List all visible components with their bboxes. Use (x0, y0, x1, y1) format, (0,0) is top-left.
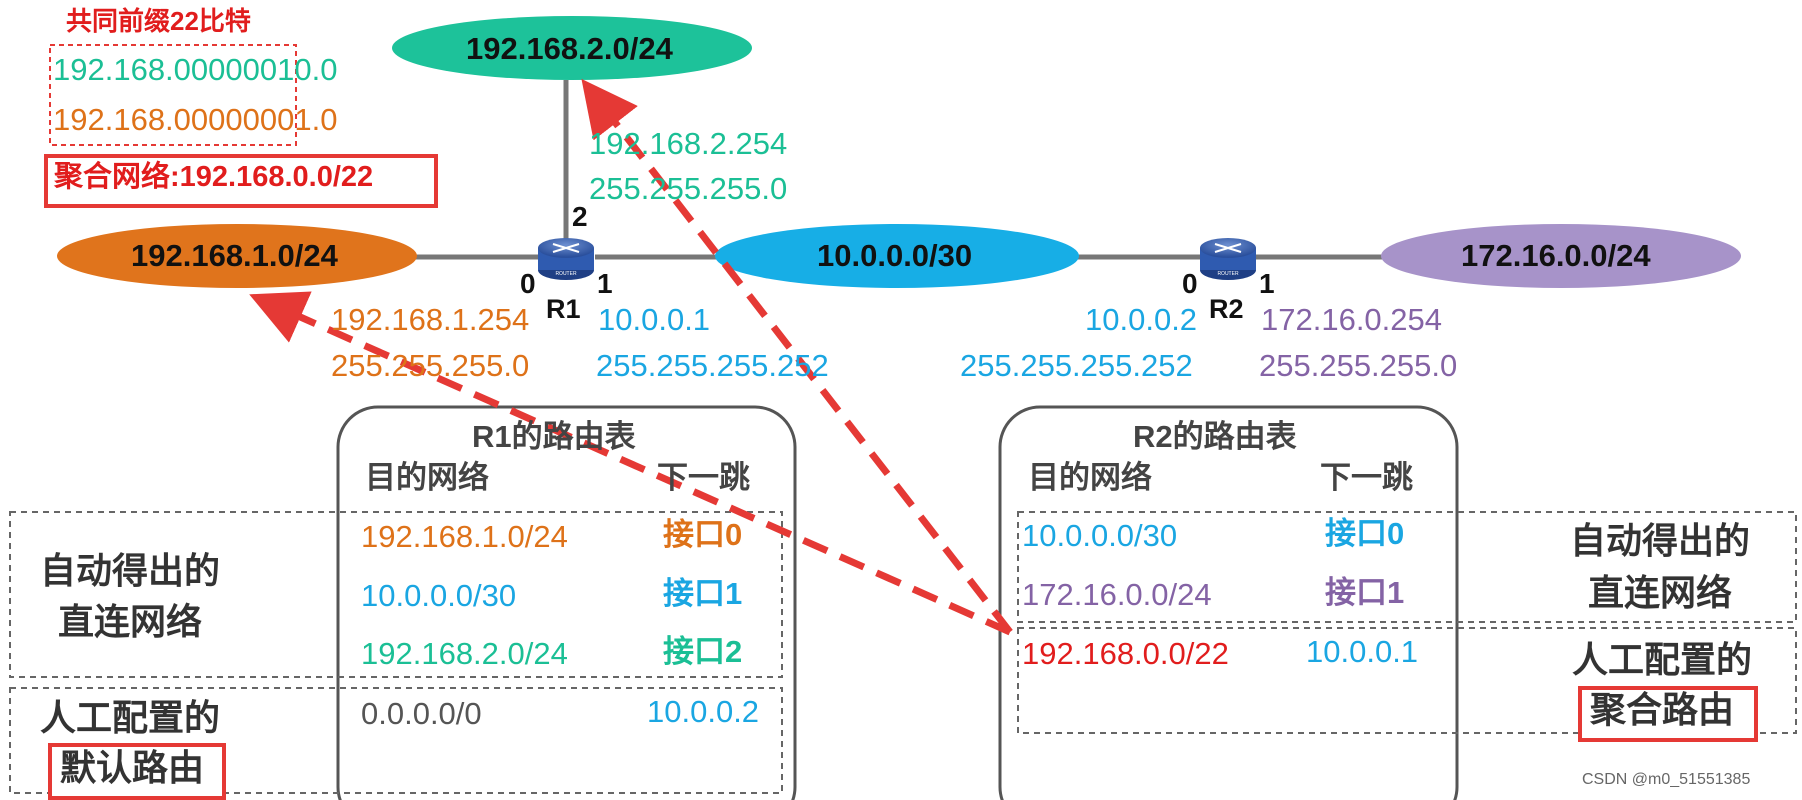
aggregate-route-box (1578, 686, 1758, 742)
summary-addr-2-suffix: 01.0 (277, 102, 338, 137)
prefix-dashed-box (49, 44, 297, 146)
left-auto-dashed-region (9, 511, 783, 678)
router-r2-icon: ROUTER (1200, 238, 1256, 280)
route-arrows (249, 78, 1013, 636)
r1-if1-mask: 255.255.255.252 (596, 348, 829, 383)
left-manual-dashed-region (9, 687, 783, 794)
r2-row-2-dest: 172.16.0.0/24 (1022, 577, 1212, 612)
r2-row-2-next: 接口1 (1325, 575, 1405, 610)
network-label-right: 172.16.0.0/24 (1461, 238, 1651, 273)
right-auto-label-1: 自动得出的 (1570, 520, 1751, 561)
r1-row-3-dest: 192.168.2.0/24 (361, 636, 568, 671)
r2-if0-ip: 10.0.0.2 (1085, 302, 1198, 337)
router-r1-port-0: 0 (520, 268, 536, 299)
r2-table-title: R2的路由表 (1133, 419, 1297, 454)
r1-if2-mask: 255.255.255.0 (589, 171, 788, 206)
router-r1-name: R1 (546, 294, 581, 324)
r2-if1-ip: 172.16.0.254 (1261, 302, 1443, 337)
summary-addr-2-prefix: 192.168.000000 (53, 102, 278, 137)
r1-table-title: R1的路由表 (472, 419, 636, 454)
r1-if0-ip: 192.168.1.254 (331, 302, 530, 337)
router-r1-port-1: 1 (597, 268, 613, 299)
router-r1-device-text: ROUTER (555, 271, 577, 277)
r2-table-col-next: 下一跳 (1320, 460, 1413, 495)
network-label-top: 192.168.2.0/24 (466, 31, 673, 66)
arrow-to-net-top (581, 78, 1013, 635)
aggregate-network-box (44, 154, 438, 208)
common-prefix-title: 共同前缀22比特 (66, 6, 251, 36)
network-label-left: 192.168.1.0/24 (131, 238, 338, 273)
r1-row-2-dest: 10.0.0.0/30 (361, 578, 517, 613)
right-manual-dashed-region (1017, 627, 1797, 734)
r1-row-3-next: 接口2 (663, 634, 743, 669)
r2-row-3-dest: 192.168.0.0/22 (1022, 636, 1229, 671)
summary-addr-1-suffix: 10.0 (277, 52, 338, 87)
summary-addr-2: 192.168.00000001.0 (53, 104, 337, 135)
right-manual-label-1: 人工配置的 (1572, 639, 1753, 680)
r1-row-1-next: 接口0 (663, 517, 743, 552)
r2-row-3-next: 10.0.0.1 (1306, 634, 1419, 669)
network-ellipse-left (57, 224, 417, 288)
router-r2-port-0: 0 (1182, 268, 1198, 299)
left-auto-label-2: 直连网络 (58, 601, 203, 642)
summary-addr-1: 192.168.00000010.0 (53, 54, 337, 85)
left-manual-label-2: 默认路由 (60, 747, 205, 788)
arrow-to-net-left (249, 291, 1012, 636)
r1-routing-table-panel (336, 405, 797, 800)
r2-row-1-next: 接口0 (1325, 516, 1405, 551)
router-r1-port-2: 2 (572, 201, 588, 232)
network-ellipse-top (392, 16, 752, 80)
right-auto-dashed-region (1017, 511, 1797, 623)
r1-if0-mask: 255.255.255.0 (331, 348, 530, 383)
right-auto-label-2: 直连网络 (1588, 572, 1733, 613)
summary-addr-1-prefix: 192.168.000000 (53, 52, 278, 87)
router-r2-device-text: ROUTER (1217, 271, 1239, 277)
left-manual-label-1: 人工配置的 (40, 697, 221, 738)
r1-if2-ip: 192.168.2.254 (589, 126, 788, 161)
r1-row-1-dest: 192.168.1.0/24 (361, 519, 568, 554)
router-r2-port-1: 1 (1259, 268, 1275, 299)
default-route-box (48, 743, 226, 800)
r1-table-col-next: 下一跳 (657, 460, 750, 495)
r1-table-col-dest: 目的网络 (365, 460, 489, 495)
network-ellipse-mid (715, 224, 1079, 288)
r1-if1-ip: 10.0.0.1 (598, 302, 711, 337)
network-ellipse-right (1381, 224, 1741, 288)
r1-row-4-dest: 0.0.0.0/0 (361, 696, 482, 731)
left-auto-label-1: 自动得出的 (40, 550, 221, 591)
r1-row-2-next: 接口1 (663, 576, 743, 611)
router-r1-icon: ROUTER (538, 238, 594, 280)
r2-row-1-dest: 10.0.0.0/30 (1022, 518, 1178, 553)
network-label-mid: 10.0.0.0/30 (817, 238, 973, 273)
r2-if1-mask: 255.255.255.0 (1259, 348, 1458, 383)
r1-row-4-next: 10.0.0.2 (647, 694, 760, 729)
r2-if0-mask: 255.255.255.252 (960, 348, 1193, 383)
right-manual-label-2: 聚合路由 (1590, 689, 1735, 730)
aggregate-network-label: 聚合网络:192.168.0.0/22 (54, 161, 374, 193)
watermark: CSDN @m0_51551385 (1582, 771, 1751, 788)
r2-table-col-dest: 目的网络 (1028, 460, 1152, 495)
router-r2-name: R2 (1209, 294, 1244, 324)
